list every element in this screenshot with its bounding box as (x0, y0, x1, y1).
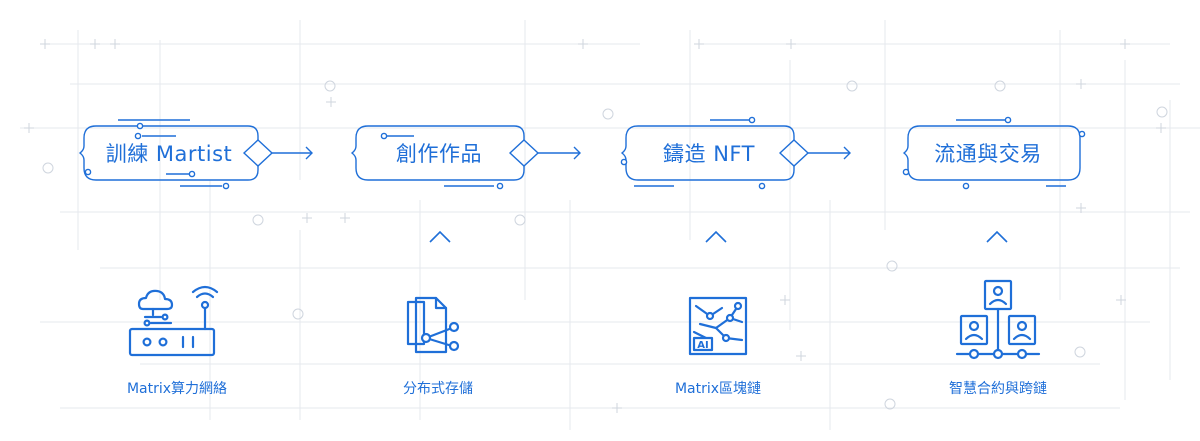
stage-frame-mint (620, 116, 851, 190)
svg-text:AI: AI (697, 340, 708, 351)
stage-frame-train (78, 119, 313, 190)
stage-label-trade: 流通與交易 (934, 142, 1042, 166)
feature-label-smart-contract: 智慧合約與跨鏈 (949, 381, 1047, 397)
feature-label-storage: 分布式存儲 (403, 381, 473, 397)
stage-label-mint: 鑄造 NFT (663, 142, 755, 166)
stage-frame-trade (902, 116, 1086, 190)
chevron-up-icon (429, 230, 451, 243)
feature-label-compute: Matrix算力網絡 (126, 381, 228, 397)
feature-label-blockchain: Matrix區塊鏈 (674, 381, 762, 397)
stage-label-create: 創作作品 (396, 142, 482, 166)
cloud-router-icon (128, 285, 219, 357)
contract-network-icon (955, 279, 1041, 360)
ai-circuit-chip-icon: AI (688, 296, 748, 356)
chevron-up-icon (705, 230, 727, 243)
chevron-up-icon (986, 230, 1008, 243)
stage-frame-create (350, 125, 581, 190)
stage-label-train: 訓練 Martist (105, 142, 233, 166)
distributed-files-icon (406, 296, 460, 354)
